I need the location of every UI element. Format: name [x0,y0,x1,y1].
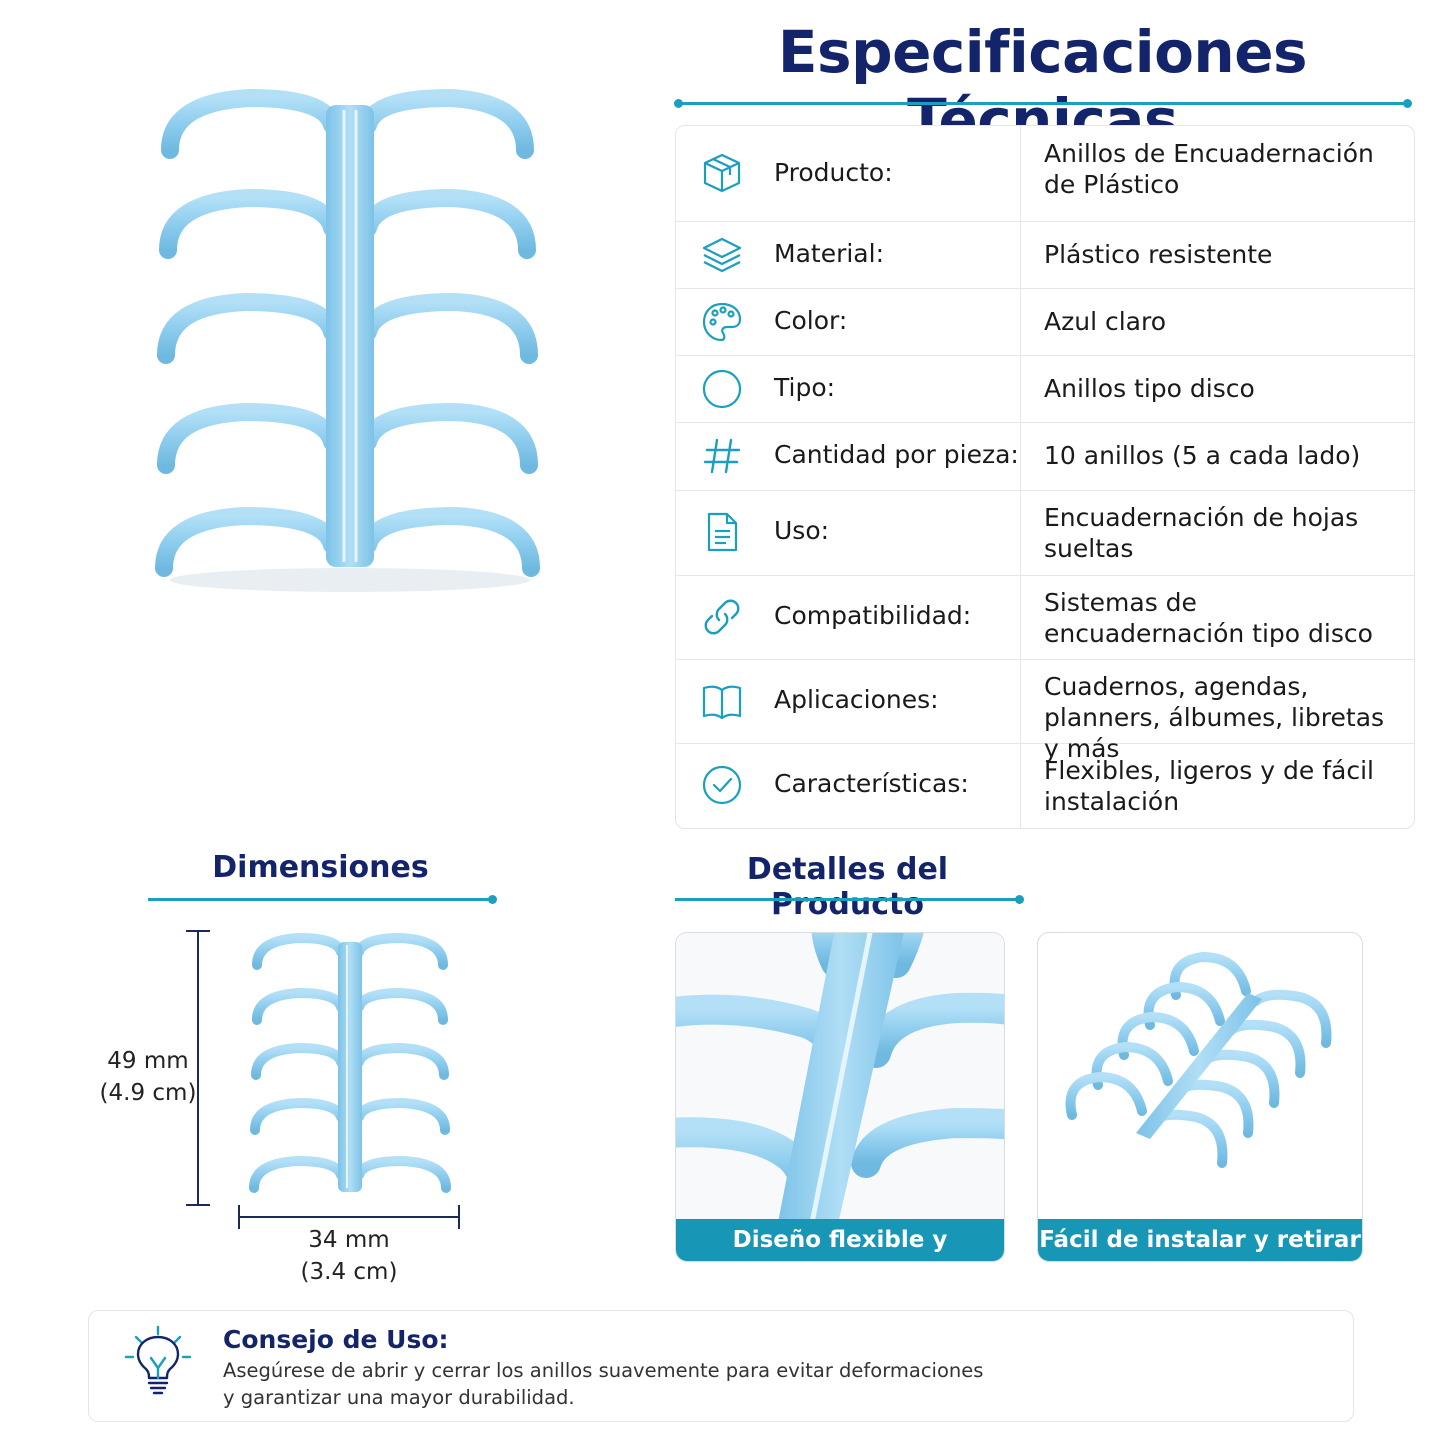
angled-product-image [1065,951,1332,1168]
spec-row-material: Material: Plástico resistente [676,221,1414,289]
tip-text: Asegúrese de abrir y cerrar los anillos … [223,1357,1023,1411]
card-caption: Diseño flexible y resistente [676,1219,1004,1261]
spec-label: Compatibilidad: [774,601,972,630]
spec-value: Sistemas de encuadernación tipo disco [1044,588,1373,648]
spec-label: Producto: [774,158,893,187]
spec-value: Anillos tipo disco [1044,374,1255,403]
dimensions-underline [148,895,497,904]
height-dimension-line [185,930,211,1206]
usage-tip-box: Consejo de Uso: Asegúrese de abrir y cer… [88,1310,1354,1422]
spec-value: 10 anillos (5 a cada lado) [1044,441,1361,470]
spec-row-cantidad: Cantidad por pieza: 10 anillos (5 a cada… [676,422,1414,491]
tip-line-2: y garantizar una mayor durabilidad. [223,1386,575,1409]
spec-value: Encuadernación de hojas sueltas [1044,503,1359,563]
spec-value: Azul claro [1044,307,1166,336]
column-separator [1020,126,1021,828]
dimension-product-image [245,930,455,1200]
spec-label: Tipo: [774,373,836,402]
spec-row-aplicaciones: Aplicaciones: Cuadernos, agendas, planne… [676,659,1414,763]
closeup-image [676,933,1004,1234]
card-caption: Fácil de instalar y retirar [1038,1219,1362,1261]
spec-row-uso: Uso: Encuadernación de hojas sueltas [676,490,1414,576]
spec-value: Flexibles, ligeros y de fácil instalació… [1044,756,1374,816]
circle-icon [702,369,742,409]
palette-icon [702,302,742,342]
spec-table: Producto: Anillos de Encuadernación de P… [675,125,1415,829]
spec-label: Cantidad por pieza: [774,440,1019,469]
spec-row-compatibilidad: Compatibilidad: Sistemas de encuadernaci… [676,575,1414,660]
product-image [140,80,560,600]
spec-label: Aplicaciones: [774,685,939,714]
spec-value: Anillos de Encuadernación de Plástico [1044,139,1374,199]
title-underline [674,99,1412,108]
width-cm: (3.4 cm) [300,1259,398,1285]
link-icon [704,599,740,635]
spec-label: Uso: [774,516,830,545]
hash-icon [703,438,741,474]
width-dimension-line [238,1204,460,1230]
dimensions-title: Dimensiones [212,850,429,885]
details-underline [675,895,1024,904]
spec-value: Plástico resistente [1044,240,1273,269]
detail-card-install: Fácil de instalar y retirar [1037,932,1363,1262]
spec-row-producto: Producto: Anillos de Encuadernación de P… [676,126,1414,222]
open-book-icon [702,685,742,720]
detail-card-flexible: Diseño flexible y resistente [675,932,1005,1262]
document-icon [707,512,738,552]
spec-row-color: Color: Azul claro [676,288,1414,356]
details-title: Detalles del Producto [746,852,949,922]
width-mm: 34 mm [308,1227,390,1253]
spec-row-caracteristicas: Características: Flexibles, ligeros y de… [676,743,1414,828]
spec-value: Cuadernos, agendas, planners, álbumes, l… [1044,672,1385,763]
spec-label: Material: [774,239,884,268]
spec-row-tipo: Tipo: Anillos tipo disco [676,355,1414,423]
lightbulb-icon [124,1325,192,1395]
spec-label: Características: [774,769,969,798]
tip-title: Consejo de Uso: [223,1325,449,1354]
check-circle-icon [702,765,742,805]
layers-icon [702,237,742,273]
height-label: 49 mm (4.9 cm) [92,1045,204,1109]
page-title: Especificaciones Técnicas [777,18,1308,154]
width-label: 34 mm (3.4 cm) [289,1224,409,1288]
tip-line-1: Asegúrese de abrir y cerrar los anillos … [223,1359,984,1382]
height-mm: 49 mm [107,1048,189,1074]
height-cm: (4.9 cm) [99,1080,197,1106]
box-icon [703,153,741,193]
spec-label: Color: [774,306,848,335]
